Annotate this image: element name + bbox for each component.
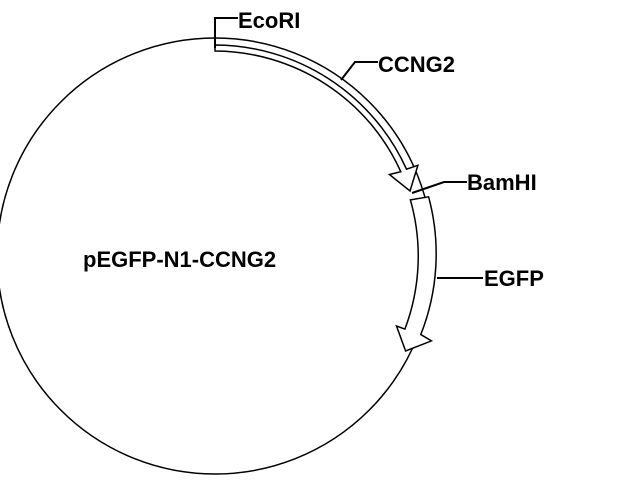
ccng2-label: CCNG2 [378,52,455,77]
ecori-site-line [214,17,238,48]
egfp-arrow [395,195,437,352]
bamhi-label: BamHI [467,170,537,195]
egfp-label: EGFP [484,266,544,291]
ecori-label: EcoRI [238,8,300,33]
ccng2-arrow [214,44,420,193]
plasmid-name: pEGFP-N1-CCNG2 [83,247,276,272]
ccng2-leader [340,61,378,81]
bamhi-site-line [411,181,467,194]
